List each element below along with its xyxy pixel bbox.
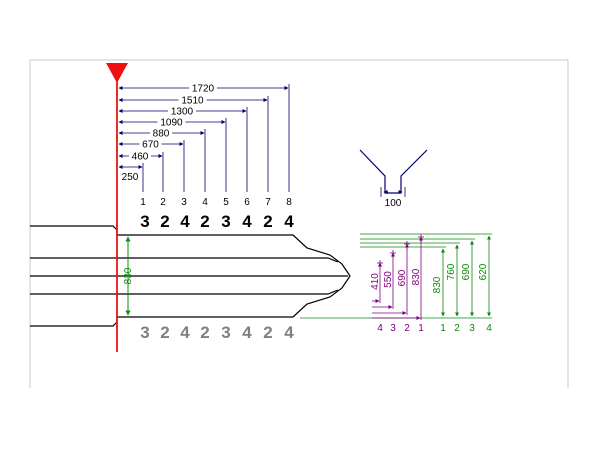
dimension-label: 1090 (160, 118, 183, 129)
depth-dimension-label: 830 (411, 268, 422, 285)
dimension-label-bg (139, 138, 162, 149)
cut-index-label: 8 (286, 197, 292, 208)
cut-index-label: 7 (265, 197, 271, 208)
depth-dimension-label: 830 (432, 276, 443, 293)
dimension-label: 1510 (181, 96, 204, 107)
green-depth-dimensions: 830 1 760 2 690 3 620 4 (300, 233, 492, 334)
dimension-label-bg (129, 150, 151, 161)
dimension-label-bg (189, 82, 217, 93)
depth-index-label: 4 (486, 323, 492, 334)
groove-profile-icon (359, 149, 428, 194)
dimension-label-bg (157, 116, 186, 127)
frame-border (29, 59, 569, 388)
cut-index-label: 5 (223, 197, 229, 208)
depth-dimension-label: 620 (478, 263, 489, 280)
key-blade (30, 225, 351, 327)
cut-index-label: 4 (202, 197, 208, 208)
top-cut-code: 2 (160, 212, 169, 231)
dimension-label-bg (178, 94, 207, 105)
body-height-label: 830 (123, 267, 134, 284)
groove-width-label: 100 (385, 198, 402, 209)
top-cut-code: 4 (284, 212, 294, 231)
cut-index-label: 6 (244, 197, 250, 208)
bottom-cut-code: 4 (284, 323, 294, 342)
depth-dimension-label: 760 (446, 263, 457, 280)
depth-dimension-label: 550 (383, 271, 394, 288)
depth-index-label: 1 (418, 323, 424, 334)
top-cut-dimensions: 1720 8 1510 7 1300 6 1090 5 880 4 670 3 460 2 250 1 (118, 82, 292, 208)
top-cut-code: 2 (200, 212, 209, 231)
bottom-cut-code: 4 (242, 323, 252, 342)
dimension-label: 880 (153, 129, 170, 140)
purple-depth-dimensions: 410 4 550 3 690 2 830 1 (370, 234, 424, 334)
depth-index-label: 2 (454, 323, 460, 334)
groove-line-top (30, 257, 339, 263)
groove-profile: 100 (359, 149, 428, 209)
dimension-label: 1300 (171, 107, 194, 118)
dimension-label: 250 (122, 172, 139, 183)
bottom-cut-code: 3 (140, 323, 149, 342)
datum-marker-icon (106, 63, 128, 83)
depth-dimension-label: 410 (370, 273, 381, 290)
top-cut-code: 3 (221, 212, 230, 231)
bottom-cut-code: 2 (263, 323, 272, 342)
top-cut-code: 4 (242, 212, 252, 231)
bottom-cut-code: 2 (160, 323, 169, 342)
dimension-label: 1720 (192, 84, 215, 95)
cut-index-label: 1 (140, 197, 146, 208)
top-cut-code: 4 (180, 212, 190, 231)
cut-index-label: 2 (160, 197, 166, 208)
depth-dimension-label: 690 (461, 263, 472, 280)
depth-index-label: 2 (404, 323, 410, 334)
top-cut-code: 3 (140, 212, 149, 231)
top-cut-code: 2 (263, 212, 272, 231)
dimension-label: 670 (142, 140, 159, 151)
depth-index-label: 1 (440, 323, 446, 334)
dimension-label-bg (150, 127, 172, 138)
depth-index-label: 4 (377, 323, 383, 334)
bottom-cut-code: 2 (200, 323, 209, 342)
depth-index-label: 3 (390, 323, 396, 334)
depth-dimension-label: 690 (397, 269, 408, 286)
dimension-label: 460 (132, 152, 149, 163)
bottom-cut-code: 3 (221, 323, 230, 342)
body-height-dimension: 830 (123, 236, 134, 316)
cut-index-label: 3 (181, 197, 187, 208)
depth-index-label: 3 (469, 323, 475, 334)
bottom-cut-code: 4 (180, 323, 190, 342)
dimension-label-bg (168, 105, 196, 116)
groove-line-bottom (30, 289, 339, 295)
